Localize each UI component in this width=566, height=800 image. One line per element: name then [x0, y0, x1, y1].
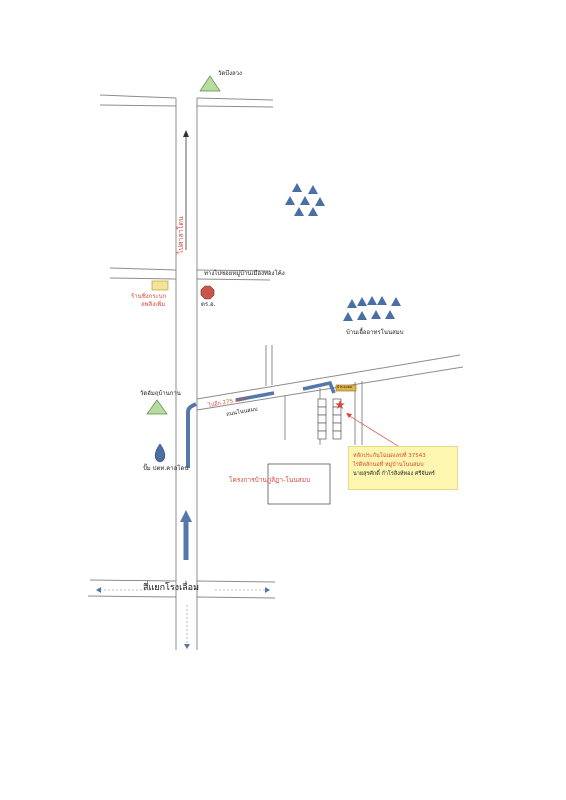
target-pointer: [347, 414, 399, 447]
info-line-deed: หลักประกันโฉนดเลขที่ 37543: [353, 453, 426, 459]
route-arrows: [96, 130, 336, 649]
triangle-tree-icon: [315, 197, 325, 206]
plots: [317, 398, 342, 440]
label-turn-sign: ทางไปซอยหมู่บ้านเมืองทองโค้ง: [204, 270, 285, 277]
label-temple-top: วัดบึงลวง: [218, 70, 242, 77]
tree-cluster-north: [285, 183, 325, 216]
triangle-tree-icon: [300, 196, 310, 205]
label-shop-sub: ลพลิงเพิ่ม: [141, 301, 166, 308]
triangle-tree-icon: [357, 311, 367, 320]
triangle-tree-icon: [385, 310, 395, 319]
info-line-location: ไร่ดีหลักนอที่ หมู่บ้านโนนสมบ: [353, 462, 424, 468]
triangle-tree-icon: [343, 312, 353, 321]
sign-board: [335, 384, 357, 392]
label-police: ตร.อ.: [201, 301, 216, 308]
label-road-north: ไปศาลาโดน: [177, 216, 185, 254]
main-road: [87, 94, 276, 650]
triangle-tree-icon: [357, 297, 367, 306]
rectangle-shop-icon: [151, 280, 169, 291]
label-gas: ปั๊ม ปตท.คาลโดน: [143, 465, 189, 472]
tree-cluster-village: [343, 296, 401, 321]
side-road: [196, 345, 464, 445]
triangle-tree-icon: [308, 207, 318, 216]
triangle-tree-icon: [377, 296, 387, 305]
triangle-tree-icon: [371, 310, 381, 319]
triangle-tree-icon: [367, 296, 377, 305]
triangle-tree-icon: [285, 196, 295, 205]
label-temple-mid: วัดอัมฤบ้านกาน: [140, 390, 181, 397]
triangle-tree-icon: [391, 297, 401, 306]
info-box: หลักประกันโฉนดเลขที่ 37543 ไร่ดีหลักนอที…: [348, 446, 458, 490]
octagon-police-icon: [200, 285, 215, 300]
label-village: บ้านเอื้ออาทรโนนสมบ: [346, 329, 404, 336]
triangle-temple-icon: [146, 399, 168, 415]
triangle-tree-icon: [308, 185, 318, 194]
triangle-tree-icon: [292, 183, 302, 192]
label-sign: บ้านมงคล: [337, 385, 353, 389]
pointer-arrowhead: [346, 413, 352, 418]
drop-gas-icon: [154, 443, 166, 463]
label-project: โครงการบ้านภูสิฏา-โนนสมบ: [229, 476, 311, 484]
triangle-tree-icon: [294, 207, 304, 216]
triangle-temple-icon: [199, 75, 221, 92]
project-plot: [267, 463, 331, 505]
label-intersection: สี่แยกโรงเลื่อม: [143, 583, 200, 593]
triangle-tree-icon: [347, 299, 357, 308]
star-target-icon: [335, 400, 345, 409]
info-line-owner: นายสุรศักดิ์ กำโรสิงห์ทอง ศรีจันทร์: [353, 471, 435, 477]
label-shop: ร้านชิ่งกระบก: [131, 293, 167, 300]
